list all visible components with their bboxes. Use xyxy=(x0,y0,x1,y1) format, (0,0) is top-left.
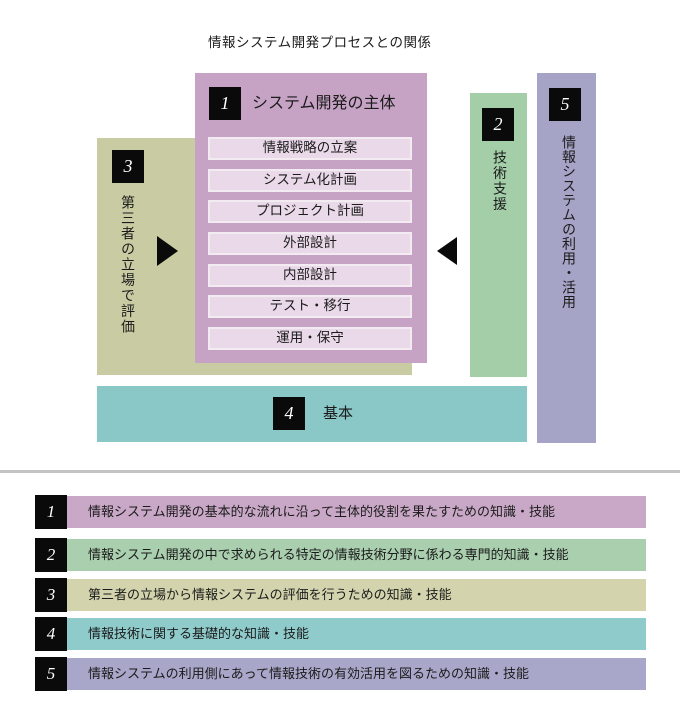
box-system-development: 1 システム開発の主体 情報戦略の立案 システム化計画 プロジェクト計画 外部設… xyxy=(195,73,427,363)
badge-3: 3 xyxy=(112,150,144,183)
box-basics-label: 基本 xyxy=(323,405,354,422)
left-arrow-icon xyxy=(437,237,457,265)
process-step-strategy: 情報戦略の立案 xyxy=(208,137,412,160)
legend-text-5: 情報システムの利用側にあって情報技術の有効活用を図るための知識・技能 xyxy=(88,666,529,681)
box-system-utilization: 5 情報システムの利用・活用 xyxy=(537,73,596,443)
legend-row-1: 1 情報システム開発の基本的な流れに沿って主体的役割を果たすための知識・技能 xyxy=(35,495,646,529)
badge-1: 1 xyxy=(209,87,241,120)
right-arrow-icon xyxy=(157,236,178,266)
legend-text-4: 情報技術に関する基礎的な知識・技能 xyxy=(88,626,310,641)
legend-row-2: 2 情報システム開発の中で求められる特定の情報技術分野に係わる専門的知識・技能 xyxy=(35,538,646,572)
section-divider xyxy=(0,470,680,473)
process-step-project-plan: プロジェクト計画 xyxy=(208,200,412,224)
legend-badge-5: 5 xyxy=(35,657,67,691)
legend-badge-4: 4 xyxy=(35,617,67,651)
box-technical-support-label: 技術支援 xyxy=(492,150,508,212)
process-step-test-migration: テスト・移行 xyxy=(208,295,412,319)
legend-row-3: 3 第三者の立場から情報システムの評価を行うための知識・技能 xyxy=(35,578,646,612)
process-step-systemization: システム化計画 xyxy=(208,168,412,192)
box-system-development-label: システム開発の主体 xyxy=(252,95,396,112)
page-title: 情報システム開発プロセスとの関係 xyxy=(208,35,432,50)
legend-row-4: 4 情報技術に関する基礎的な知識・技能 xyxy=(35,617,646,651)
process-step-external-design: 外部設計 xyxy=(208,231,412,255)
legend-text-2: 情報システム開発の中で求められる特定の情報技術分野に係わる専門的知識・技能 xyxy=(88,547,569,562)
process-step-internal-design: 内部設計 xyxy=(208,263,412,287)
box-system-utilization-label: 情報システムの利用・活用 xyxy=(561,135,577,309)
legend-text-1: 情報システム開発の基本的な流れに沿って主体的役割を果たすための知識・技能 xyxy=(88,504,555,519)
badge-2: 2 xyxy=(482,108,514,141)
legend-badge-1: 1 xyxy=(35,495,67,529)
legend-row-5: 5 情報システムの利用側にあって情報技術の有効活用を図るための知識・技能 xyxy=(35,657,646,691)
process-step-operation-maintenance: 運用・保守 xyxy=(208,326,412,350)
badge-4: 4 xyxy=(273,397,305,430)
box-basics: 4 基本 xyxy=(97,386,527,442)
legend-badge-2: 2 xyxy=(35,538,67,572)
legend-text-3: 第三者の立場から情報システムの評価を行うための知識・技能 xyxy=(88,587,452,602)
box-third-party-evaluation-label: 第三者の立場で評価 xyxy=(120,195,136,335)
process-steps: 情報戦略の立案 システム化計画 プロジェクト計画 外部設計 内部設計 テスト・移… xyxy=(208,137,412,350)
box-technical-support: 2 技術支援 xyxy=(470,93,527,377)
badge-5: 5 xyxy=(549,88,581,121)
legend-badge-3: 3 xyxy=(35,578,67,612)
